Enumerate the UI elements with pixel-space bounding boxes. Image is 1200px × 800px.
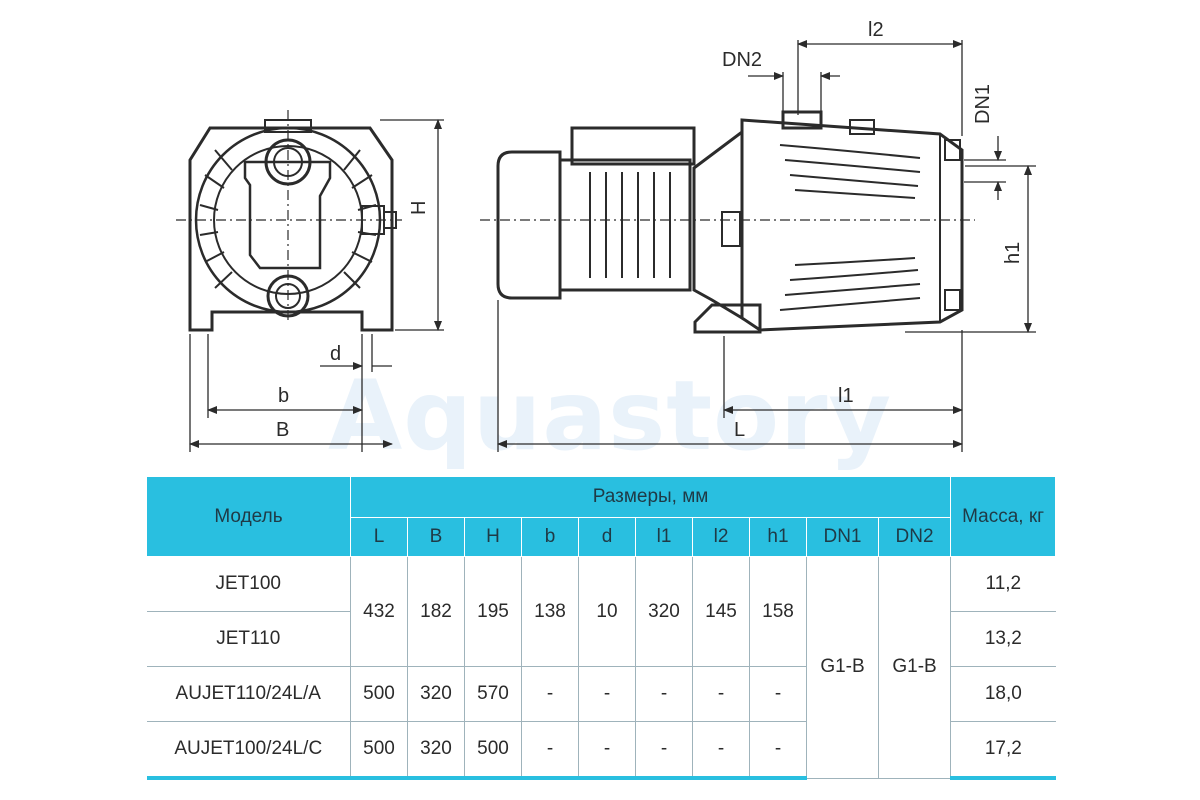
cell-B: 320: [407, 666, 465, 722]
subheader-b: b: [521, 517, 579, 557]
label-b: b: [278, 385, 289, 407]
cell-model: JET110: [146, 611, 351, 667]
subheader-H: H: [464, 517, 522, 557]
label-l2: l2: [868, 19, 884, 41]
label-d: d: [330, 343, 341, 365]
cell-model: AUJET110/24L/A: [146, 666, 351, 722]
subheader-h1: h1: [749, 517, 807, 557]
cell-H: 570: [464, 666, 522, 722]
label-L: L: [734, 419, 745, 441]
cell-h1: -: [749, 721, 807, 780]
cell-b: -: [521, 666, 579, 722]
label-DN1: DN1: [972, 84, 994, 124]
table-row: AUJET100/24L/C 500 320 500 - - - - - 17,…: [146, 721, 1056, 780]
front-view: [188, 119, 397, 332]
cell-mass: 18,0: [950, 666, 1056, 722]
cell-model: AUJET100/24L/C: [146, 721, 351, 780]
cell-DN2: G1-B: [878, 556, 952, 779]
cell-h1: 158: [749, 556, 807, 667]
header-mass: Масса, кг: [950, 476, 1057, 557]
subheader-l1: l1: [635, 517, 693, 557]
label-H: H: [408, 201, 430, 215]
front-center-lines: [176, 110, 402, 322]
table-row: JET100 432 182 195 138 10 320 145 158 G1…: [146, 556, 1056, 779]
cell-l1: -: [635, 666, 693, 722]
cell-d: 10: [578, 556, 636, 667]
cell-l2: -: [692, 721, 750, 780]
label-DN2: DN2: [722, 49, 762, 71]
cell-b: 138: [521, 556, 579, 667]
header-dimensions: Размеры, мм: [349, 476, 952, 518]
side-dimension-lines: [497, 40, 1036, 452]
cell-l2: -: [692, 666, 750, 722]
spec-table: Модель Размеры, мм Масса, кг L B H b d l…: [146, 476, 1057, 780]
header-model: Модель: [146, 476, 351, 557]
subheader-DN1: DN1: [806, 517, 879, 557]
subheader-l2: l2: [692, 517, 750, 557]
cell-mass: 17,2: [950, 721, 1056, 780]
table-row: AUJET110/24L/A 500 320 570 - - - - - 18,…: [146, 666, 1056, 722]
cell-DN1: G1-B: [806, 556, 879, 779]
cell-h1: -: [749, 666, 807, 722]
cell-L: 500: [350, 721, 408, 780]
cell-L: 500: [350, 666, 408, 722]
cell-H: 195: [464, 556, 522, 667]
cell-H: 500: [464, 721, 522, 780]
subheader-B: B: [407, 517, 465, 557]
label-B: B: [276, 419, 289, 441]
cell-B: 182: [407, 556, 465, 667]
subheader-L: L: [350, 517, 408, 557]
cell-l2: 145: [692, 556, 750, 667]
label-h1: h1: [1002, 242, 1024, 264]
cell-l1: -: [635, 721, 693, 780]
cell-B: 320: [407, 721, 465, 780]
cell-d: -: [578, 666, 636, 722]
cell-L: 432: [350, 556, 408, 667]
subheader-DN2: DN2: [877, 517, 952, 557]
cell-d: -: [578, 721, 636, 780]
cell-mass: 13,2: [950, 611, 1056, 667]
pump-dimension-drawing: H d b B: [176, 19, 1036, 452]
subheader-d: d: [578, 517, 636, 557]
side-view: [496, 110, 964, 334]
label-l1: l1: [838, 385, 854, 407]
cell-b: -: [521, 721, 579, 780]
cell-model: JET100: [146, 556, 351, 612]
front-dimension-lines: [189, 119, 444, 452]
cell-mass: 11,2: [950, 556, 1056, 612]
table-row: JET110 13,2: [146, 611, 1056, 667]
cell-l1: 320: [635, 556, 693, 667]
